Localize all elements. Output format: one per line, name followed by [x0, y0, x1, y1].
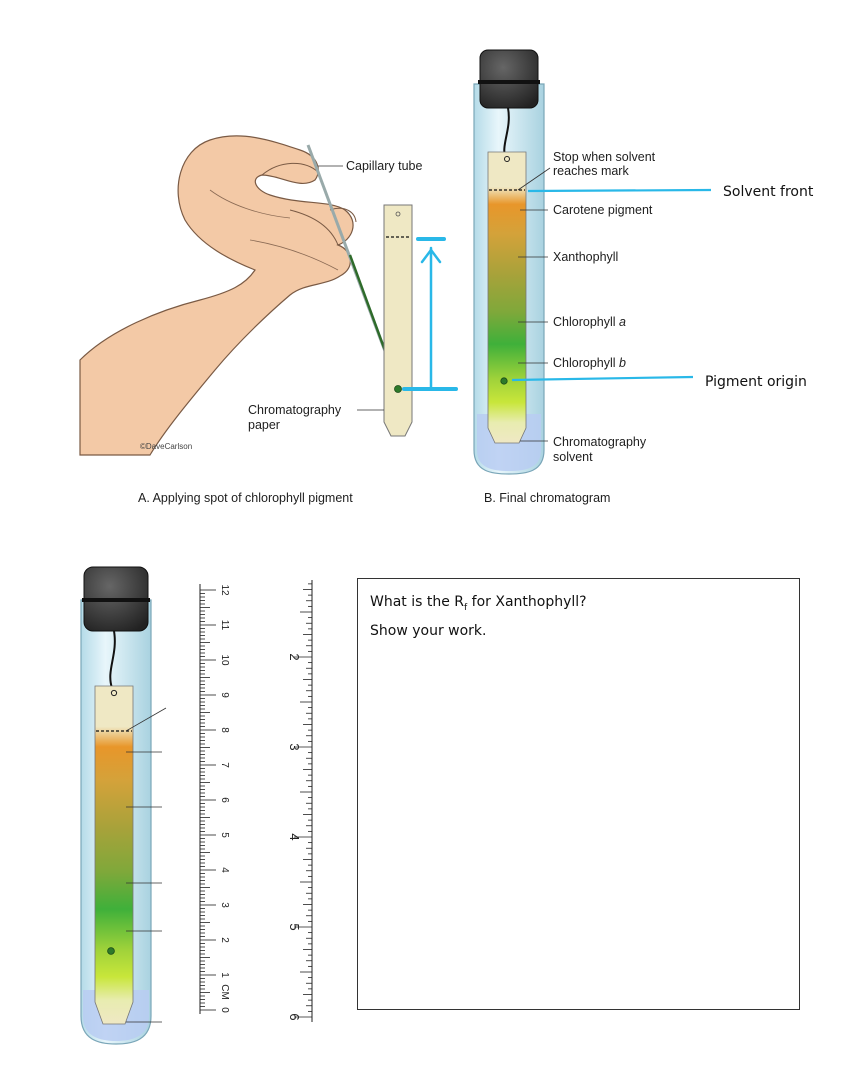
- cm-tick-label: 7: [219, 762, 230, 768]
- paper-strip-a: [383, 204, 413, 437]
- cm-tick-label: 5: [219, 832, 230, 838]
- test-tube-bottom: [80, 566, 152, 1045]
- chlorophyll-b-label: Chlorophyll b: [553, 356, 626, 370]
- cm-tick-label: 3: [219, 902, 230, 908]
- stop-label-line1: Stop when solvent: [553, 150, 656, 164]
- paper-label-line1: Chromatography: [248, 403, 342, 417]
- inch-tick-label: 2: [287, 653, 302, 660]
- cm-unit-label: CM: [219, 984, 230, 1000]
- cm-tick-label: 11: [219, 620, 230, 631]
- cm-tick-label: 1: [219, 972, 230, 978]
- cm-tick-label: 8: [219, 727, 230, 733]
- cm-tick-label: 9: [219, 692, 230, 698]
- leader-lines-bottom: [125, 707, 167, 1023]
- cm-tick-label: 6: [219, 797, 230, 803]
- caption-b: B. Final chromatogram: [484, 491, 610, 505]
- cm-tick-label: 4: [219, 867, 230, 873]
- hand-illustration: [79, 135, 357, 456]
- solvent-label-line1: Chromatography: [553, 435, 647, 449]
- cm-tick-label: 12: [219, 584, 230, 596]
- carotene-label: Carotene pigment: [553, 203, 653, 217]
- inch-tick-label: 4: [287, 833, 302, 840]
- inch-tick-label: 5: [287, 923, 302, 930]
- pigment-origin-label: Pigment origin: [705, 374, 807, 390]
- question-line-2: Show your work.: [370, 622, 487, 639]
- chlorophyll-a-label: Chlorophyll a: [553, 315, 626, 329]
- xanthophyll-label: Xanthophyll: [553, 250, 618, 264]
- capillary-tube-label: Capillary tube: [346, 159, 422, 173]
- inch-tick-label: 3: [287, 743, 302, 750]
- cm-tick-label: 0: [219, 1007, 230, 1013]
- question-text: What is the Rf for Xanthophyll? Show you…: [370, 591, 587, 643]
- cm-tick-label: 10: [219, 654, 230, 666]
- blue-annotation-lines-b: [511, 188, 712, 382]
- question-line-1: What is the Rf for Xanthophyll?: [370, 594, 587, 613]
- caption-a: A. Applying spot of chlorophyll pigment: [138, 491, 353, 505]
- inch-ruler: 2 3 4 5 6: [287, 580, 313, 1022]
- test-tube-b: [473, 49, 545, 475]
- stop-label-line2: reaches mark: [553, 164, 629, 178]
- question-box: What is the Rf for Xanthophyll? Show you…: [357, 578, 800, 1010]
- inch-tick-label: 6: [287, 1013, 302, 1020]
- copyright-text: ©DaveCarlson: [140, 442, 192, 451]
- leader-lines-b: [517, 167, 551, 442]
- solvent-front-label: Solvent front: [723, 184, 814, 200]
- solvent-label-line2: solvent: [553, 450, 593, 464]
- cm-tick-label: 2: [219, 937, 230, 943]
- blue-migration-arrow: [402, 237, 458, 391]
- paper-label-line2: paper: [248, 418, 280, 432]
